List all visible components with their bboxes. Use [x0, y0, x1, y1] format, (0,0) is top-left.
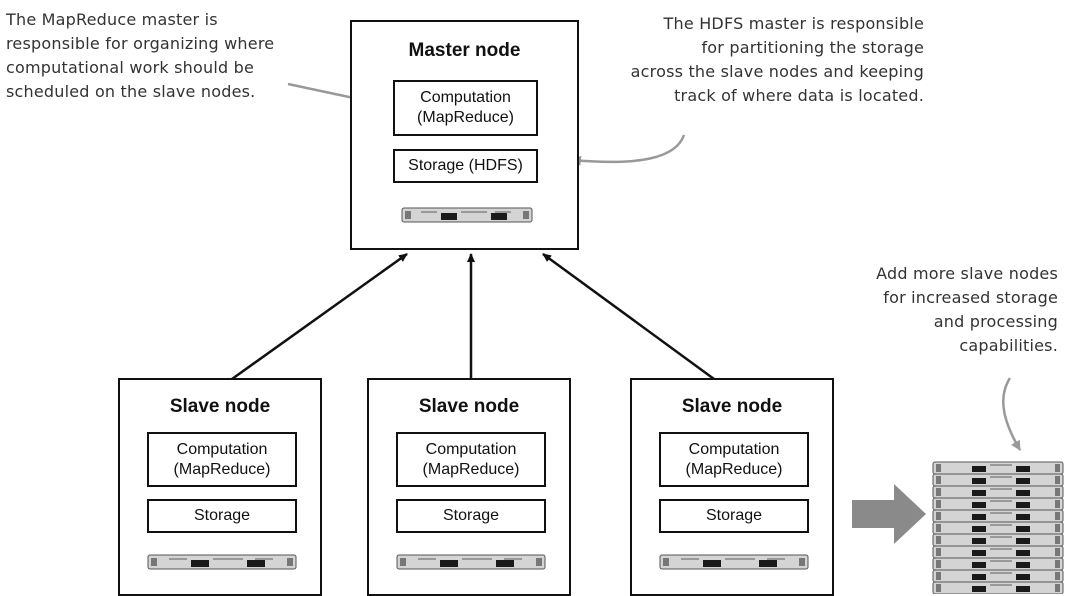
right-arrow-icon [852, 484, 926, 544]
slave-node-title: Slave node [418, 396, 520, 417]
add-nodes-note-arrow [1002, 377, 1022, 451]
slave-node-title: Slave node [681, 396, 783, 417]
master-node-title: Master node [408, 40, 521, 61]
slave-computation-sublabel: (MapReduce) [173, 460, 271, 478]
slave-computation-sublabel: (MapReduce) [422, 460, 520, 478]
slave1-to-master-arrow [231, 252, 408, 381]
slave-storage-box: Storage [659, 499, 809, 533]
master-node: Master node Computation (MapReduce) Stor… [350, 20, 579, 250]
rack-server-icon [401, 207, 533, 223]
master-storage-label: Storage (HDFS) [408, 157, 523, 174]
add-slave-nodes-annotation: Add more slave nodes for increased stora… [876, 264, 1058, 355]
mapreduce-master-annotation: The MapReduce master is responsible for … [6, 10, 275, 101]
slave-node-title: Slave node [169, 396, 271, 417]
slave-storage-label: Storage [705, 507, 763, 524]
master-computation-box: Computation (MapReduce) [393, 80, 538, 136]
rack-server-icon [147, 554, 297, 570]
master-computation-label: Computation [420, 89, 511, 106]
rack-server-icon [659, 554, 809, 570]
hdfs-master-annotation: The HDFS master is responsible for parti… [630, 14, 924, 105]
slave-node: Slave node Computation (MapReduce) Stora… [118, 378, 322, 596]
master-computation-sublabel: (MapReduce) [417, 109, 514, 126]
slave-computation-label: Computation [688, 440, 780, 458]
master-storage-box: Storage (HDFS) [393, 149, 538, 183]
slave-computation-box: Computation (MapReduce) [396, 432, 546, 487]
slave-storage-box: Storage [147, 499, 297, 533]
rack-server-icon [396, 554, 546, 570]
slave-computation-sublabel: (MapReduce) [685, 460, 783, 478]
slave3-to-master-arrow [542, 252, 715, 381]
slave-storage-box: Storage [396, 499, 546, 533]
slave-computation-box: Computation (MapReduce) [147, 432, 297, 487]
slave-computation-label: Computation [425, 440, 517, 458]
slave-computation-box: Computation (MapReduce) [659, 432, 809, 487]
slave-node: Slave node Computation (MapReduce) Stora… [630, 378, 834, 596]
slave-storage-label: Storage [442, 507, 500, 524]
server-rack-stack-icon [932, 461, 1064, 594]
slave-computation-label: Computation [176, 440, 268, 458]
slave-node: Slave node Computation (MapReduce) Stora… [367, 378, 571, 596]
slave-storage-label: Storage [193, 507, 251, 524]
hdfs-note-arrow [571, 134, 686, 166]
